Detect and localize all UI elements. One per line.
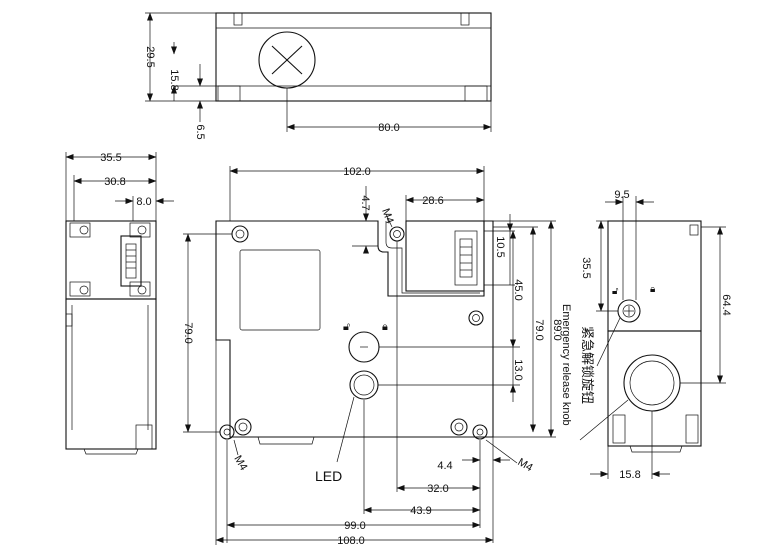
right-view-body — [607, 330, 702, 447]
top-view-dim-width: 80.0 — [378, 122, 399, 134]
front-view-dim-height-79-left: 79.0 — [182, 322, 194, 343]
top-view-dim-height-total: 29.5 — [144, 46, 156, 67]
front-view-dim-slot-height: 10.5 — [494, 236, 506, 257]
top-view-housing — [215, 12, 492, 102]
unlock-symbol-icon: 🔓︎ — [343, 321, 350, 333]
top-view-dim-height-inner: 15.8 — [168, 69, 180, 90]
screw-hole-mid-right — [468, 310, 484, 326]
front-view-dim-height-45: 45.0 — [512, 279, 524, 300]
front-view-dim-height-89: 89.0 — [551, 319, 563, 340]
right-view: 🔓︎ 🔒︎ 紧急解锁旋钮 Emergency release knob 9.5 … — [560, 189, 732, 481]
front-view-dim-slot-offset: 4.7 — [359, 195, 371, 210]
screw-hole-bottom-right — [450, 418, 468, 436]
right-view-label-knob-en: Emergency release knob — [560, 304, 572, 426]
front-view-dim-width-top: 102.0 — [343, 166, 371, 178]
label-thread-bottom-right: M4 — [516, 456, 535, 474]
right-view-dim-knob-height: 35.5 — [580, 257, 592, 278]
front-view-dim-led-height: 13.0 — [512, 359, 524, 380]
front-view-dim-32: 32.0 — [427, 483, 448, 495]
left-view: 35.5 30.8 8.0 — [65, 152, 174, 455]
right-view-head — [607, 220, 702, 332]
top-view-dim-offset: 6.5 — [194, 124, 206, 139]
right-view-unlock-symbol-icon: 🔓︎ — [612, 286, 619, 297]
right-view-dim-knob-width: 9.5 — [614, 189, 629, 201]
front-view: 🔓︎ 🔒︎ LED M4 M4 M4 102.0 4.7 28.6 — [182, 166, 563, 547]
left-view-head — [65, 220, 157, 300]
front-view-dim-108: 108.0 — [337, 535, 365, 547]
left-view-dim-width-mid: 30.8 — [104, 176, 125, 188]
label-thread-bottom-left: M4 — [231, 454, 249, 473]
right-view-label-knob-cn: 紧急解锁旋钮 — [580, 326, 595, 404]
right-view-dim-bottom: 15.8 — [619, 469, 640, 481]
right-view-lock-symbol-icon: 🔒︎ — [650, 284, 655, 295]
right-view-led — [623, 354, 681, 412]
left-view-dim-width-small: 8.0 — [136, 196, 151, 208]
screw-hole-top-left — [231, 225, 249, 243]
front-view-dim-43-9: 43.9 — [410, 505, 431, 517]
left-view-body — [65, 298, 157, 450]
mount-hole-bottom-left — [219, 424, 235, 440]
left-view-slot — [120, 235, 142, 287]
lock-symbol-icon: 🔒︎ — [382, 321, 388, 333]
front-view-dim-slot-width: 28.6 — [422, 195, 443, 207]
right-view-release-knob — [617, 299, 641, 323]
top-view-cross-knob — [258, 31, 316, 89]
front-view-dim-height-79-right: 79.0 — [533, 319, 545, 340]
left-view-dim-width-total: 35.5 — [100, 152, 121, 164]
screw-hole-bottom-left — [234, 418, 252, 436]
front-view-outline — [215, 220, 494, 438]
front-view-slot — [405, 220, 485, 292]
front-view-dim-4-4: 4.4 — [437, 460, 452, 472]
label-thread-top: M4 — [379, 207, 396, 225]
label-led: LED — [315, 468, 342, 484]
mount-hole-bottom-right — [472, 424, 488, 440]
screw-hole-top-right — [389, 226, 405, 242]
top-view: 29.5 15.8 6.5 80.0 — [144, 12, 492, 140]
front-view-dim-99: 99.0 — [344, 520, 365, 532]
right-view-dim-total-height: 64.4 — [720, 294, 732, 315]
